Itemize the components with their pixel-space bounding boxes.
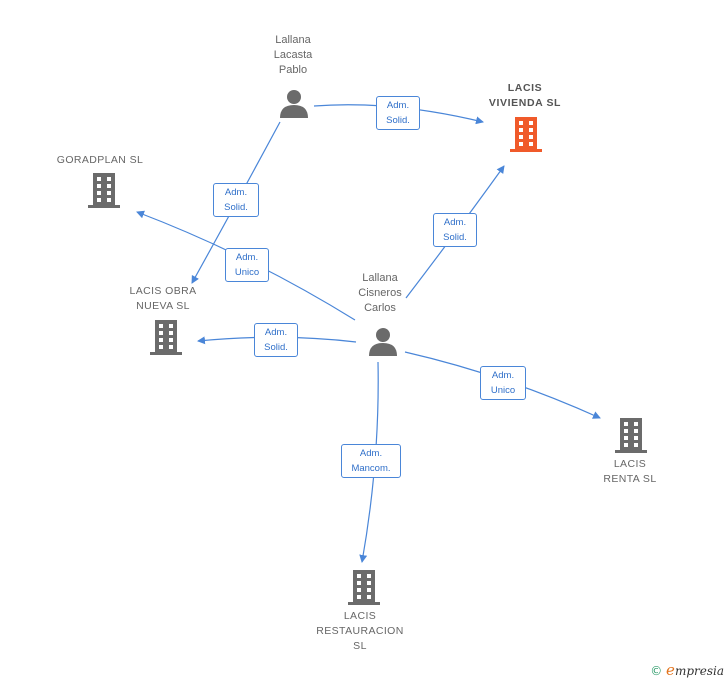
- person-name-line: Pablo: [278, 64, 308, 76]
- person-name-pablo[interactable]: Lallana Lacasta Pablo: [248, 33, 338, 78]
- edge-label-carlos-goradplan: Adm. Unico: [225, 248, 269, 282]
- company-name-lacis-renta[interactable]: LACIS RENTA SL: [570, 457, 690, 487]
- building-icon[interactable]: [510, 117, 542, 153]
- company-name-lacis-vivienda[interactable]: LACIS VIVIENDA SL: [465, 81, 585, 111]
- edge-label-carlos-vivienda: Adm. Solid.: [433, 213, 477, 247]
- edge-label-line: Unico: [234, 267, 260, 278]
- edge-label-line: Adm.: [235, 252, 259, 263]
- person-icon[interactable]: [367, 326, 399, 356]
- edge-label-line: Solid.: [443, 232, 467, 243]
- edge-label-line: Mancom.: [351, 463, 391, 474]
- company-name-line: LACIS OBRA: [129, 285, 197, 297]
- edge-label-line: Solid.: [264, 342, 288, 353]
- person-name-line: Lacasta: [273, 49, 313, 61]
- edge-label-line: Solid.: [386, 115, 410, 126]
- edge-label-pablo-vivienda: Adm. Solid.: [376, 96, 420, 130]
- edge-label-line: Adm.: [443, 217, 467, 228]
- edge-label-line: Solid.: [224, 202, 248, 213]
- edge-label-pablo-obra: Adm. Solid.: [213, 183, 259, 217]
- person-name-line: Lallana: [275, 34, 311, 46]
- company-name-line: VIVIENDA SL: [488, 97, 562, 109]
- person-icon[interactable]: [278, 88, 310, 118]
- edge-label-line: Adm.: [359, 448, 383, 459]
- person-name-line: Carlos: [364, 302, 396, 314]
- brand-initial: e: [666, 661, 675, 679]
- brand-name: mpresia: [674, 664, 724, 678]
- edge-label-line: Unico: [490, 385, 516, 396]
- edge-label-carlos-renta: Adm. Unico: [480, 366, 526, 400]
- edge-label-line: Adm.: [224, 187, 248, 198]
- copyright-symbol: ©: [650, 664, 663, 678]
- edge-label-carlos-obra: Adm. Solid.: [254, 323, 298, 357]
- person-name-carlos[interactable]: Lallana Cisneros Carlos: [335, 271, 425, 316]
- edge-label-line: Adm.: [386, 100, 410, 111]
- company-name-lacis-obra-nueva[interactable]: LACIS OBRA NUEVA SL: [103, 284, 223, 314]
- company-name-line: SL: [353, 640, 367, 652]
- empresia-watermark: © empresia: [650, 661, 724, 679]
- edge-label-carlos-restauracion: Adm. Mancom.: [341, 444, 401, 478]
- company-name-goradplan[interactable]: GORADPLAN SL: [40, 153, 160, 168]
- company-name-line: LACIS: [507, 82, 543, 94]
- company-name-lacis-restauracion[interactable]: LACIS RESTAURACION SL: [300, 609, 420, 654]
- company-name-line: NUEVA SL: [136, 300, 190, 312]
- company-name-line: LACIS: [613, 458, 647, 470]
- building-icon[interactable]: [88, 173, 120, 209]
- company-name-line: RESTAURACION: [316, 625, 404, 637]
- person-name-line: Lallana: [362, 272, 398, 284]
- edge-label-line: Adm.: [264, 327, 288, 338]
- building-icon[interactable]: [615, 418, 647, 454]
- building-icon[interactable]: [150, 320, 182, 356]
- edge-label-line: Adm.: [491, 370, 515, 381]
- company-name-line: LACIS: [343, 610, 377, 622]
- person-name-line: Cisneros: [358, 287, 402, 299]
- building-icon[interactable]: [348, 570, 380, 606]
- company-name-line: GORADPLAN SL: [56, 154, 144, 166]
- company-name-line: RENTA SL: [603, 473, 657, 485]
